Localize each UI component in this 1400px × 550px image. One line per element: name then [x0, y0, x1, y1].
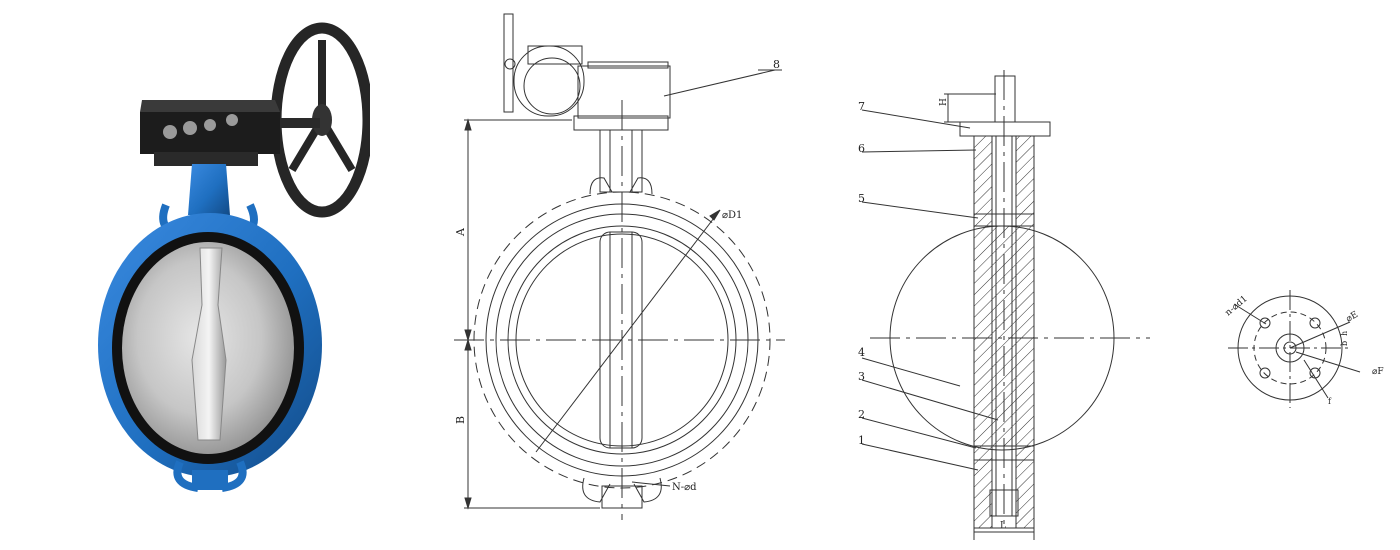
bolt-hole	[1260, 368, 1270, 378]
part-label-7: 7	[858, 100, 865, 113]
side-view-panel: 7 6 5 4 3 2 1 H L	[850, 0, 1170, 546]
dim-label-n-d: N-⌀d	[672, 482, 697, 493]
part-label-4: 4	[858, 346, 865, 359]
valve-photo-panel	[80, 0, 374, 546]
dim-label-h: H	[939, 98, 949, 106]
label-h: h	[1340, 331, 1349, 336]
part-label-5: 5	[858, 192, 865, 205]
front-view-drawing: 8 A B ⌀D1 N-⌀d	[454, 0, 790, 546]
flange-view-panel: n-⌀d1 ⌀E ⌀F b h f	[1210, 0, 1398, 546]
label-n-d1: n-⌀d1	[1224, 294, 1250, 318]
side-section-drawing: 7 6 5 4 3 2 1 H L	[858, 0, 1170, 546]
dim-label-a: A	[454, 227, 467, 237]
label-dia-f: ⌀F	[1372, 367, 1384, 377]
part-label-3: 3	[858, 370, 865, 383]
dim-label-d1: ⌀D1	[722, 210, 742, 221]
part-label-2: 2	[858, 408, 865, 421]
valve-disc-stem	[191, 247, 227, 441]
dim-label-l: L	[1000, 521, 1006, 531]
label-b: b	[1340, 341, 1349, 346]
butterfly-valve-photo	[98, 22, 374, 492]
part-label-6: 6	[858, 142, 865, 155]
bolt-hole	[1310, 318, 1320, 328]
part-label-1: 1	[858, 434, 865, 447]
gearbox	[140, 100, 280, 166]
label-f: f	[1328, 397, 1332, 406]
gear-operator	[504, 14, 670, 130]
part-label-8: 8	[773, 58, 780, 71]
front-view-panel: 8 A B ⌀D1 N-⌀d	[450, 0, 790, 546]
dim-label-b: B	[454, 416, 467, 424]
label-dia-e: ⌀E	[1345, 310, 1360, 325]
flange-top-view-drawing: n-⌀d1 ⌀E ⌀F b h f	[1224, 0, 1384, 546]
bolt-hole	[1260, 318, 1270, 328]
